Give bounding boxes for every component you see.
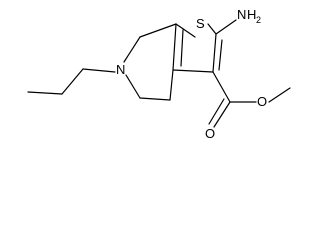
atom-amine-h-label: H bbox=[247, 7, 256, 22]
bond-c2-c3-double bbox=[218, 39, 223, 71]
bond-propyl-c1-c2 bbox=[61, 68, 84, 95]
atom-amine-h-count: 2 bbox=[256, 15, 261, 25]
bond-o-methyl bbox=[268, 87, 291, 103]
bond-c7a-c7 bbox=[139, 23, 177, 38]
atom-carbonyl-oxygen-label: O bbox=[205, 126, 215, 141]
bond-c3a-c7a bbox=[172, 23, 177, 71]
atom-ring-nitrogen-label: N bbox=[116, 62, 125, 77]
atom-sulfur-label: S bbox=[196, 16, 205, 31]
bond-c4-c3a bbox=[169, 69, 174, 101]
bond-s-c7a bbox=[175, 23, 196, 38]
bond-n6-c5 bbox=[125, 74, 141, 99]
molecule-structure-diagram: S N H 2 N O O bbox=[27, 7, 291, 141]
bond-propyl-c2-c3 bbox=[27, 91, 63, 95]
bond-s-c2 bbox=[207, 23, 217, 35]
bond-c2-nh2 bbox=[215, 19, 237, 35]
atom-amine-n-label: N bbox=[237, 7, 246, 22]
bond-c2-c3 bbox=[212, 33, 217, 73]
atom-ester-oxygen-label: O bbox=[257, 94, 267, 109]
bond-carbonyl-c-o-double-b bbox=[208, 98, 225, 125]
bond-carbonyl-c-o-double-a bbox=[213, 101, 231, 128]
bond-c3a-c7a-double bbox=[180, 29, 184, 67]
bond-c5-c4 bbox=[139, 97, 171, 101]
bond-c3-carbonyl-c bbox=[212, 71, 231, 103]
bond-c7-n6 bbox=[123, 36, 141, 63]
bond-n6-propyl-c1 bbox=[82, 68, 116, 73]
bond-c3-c3a bbox=[172, 69, 214, 73]
